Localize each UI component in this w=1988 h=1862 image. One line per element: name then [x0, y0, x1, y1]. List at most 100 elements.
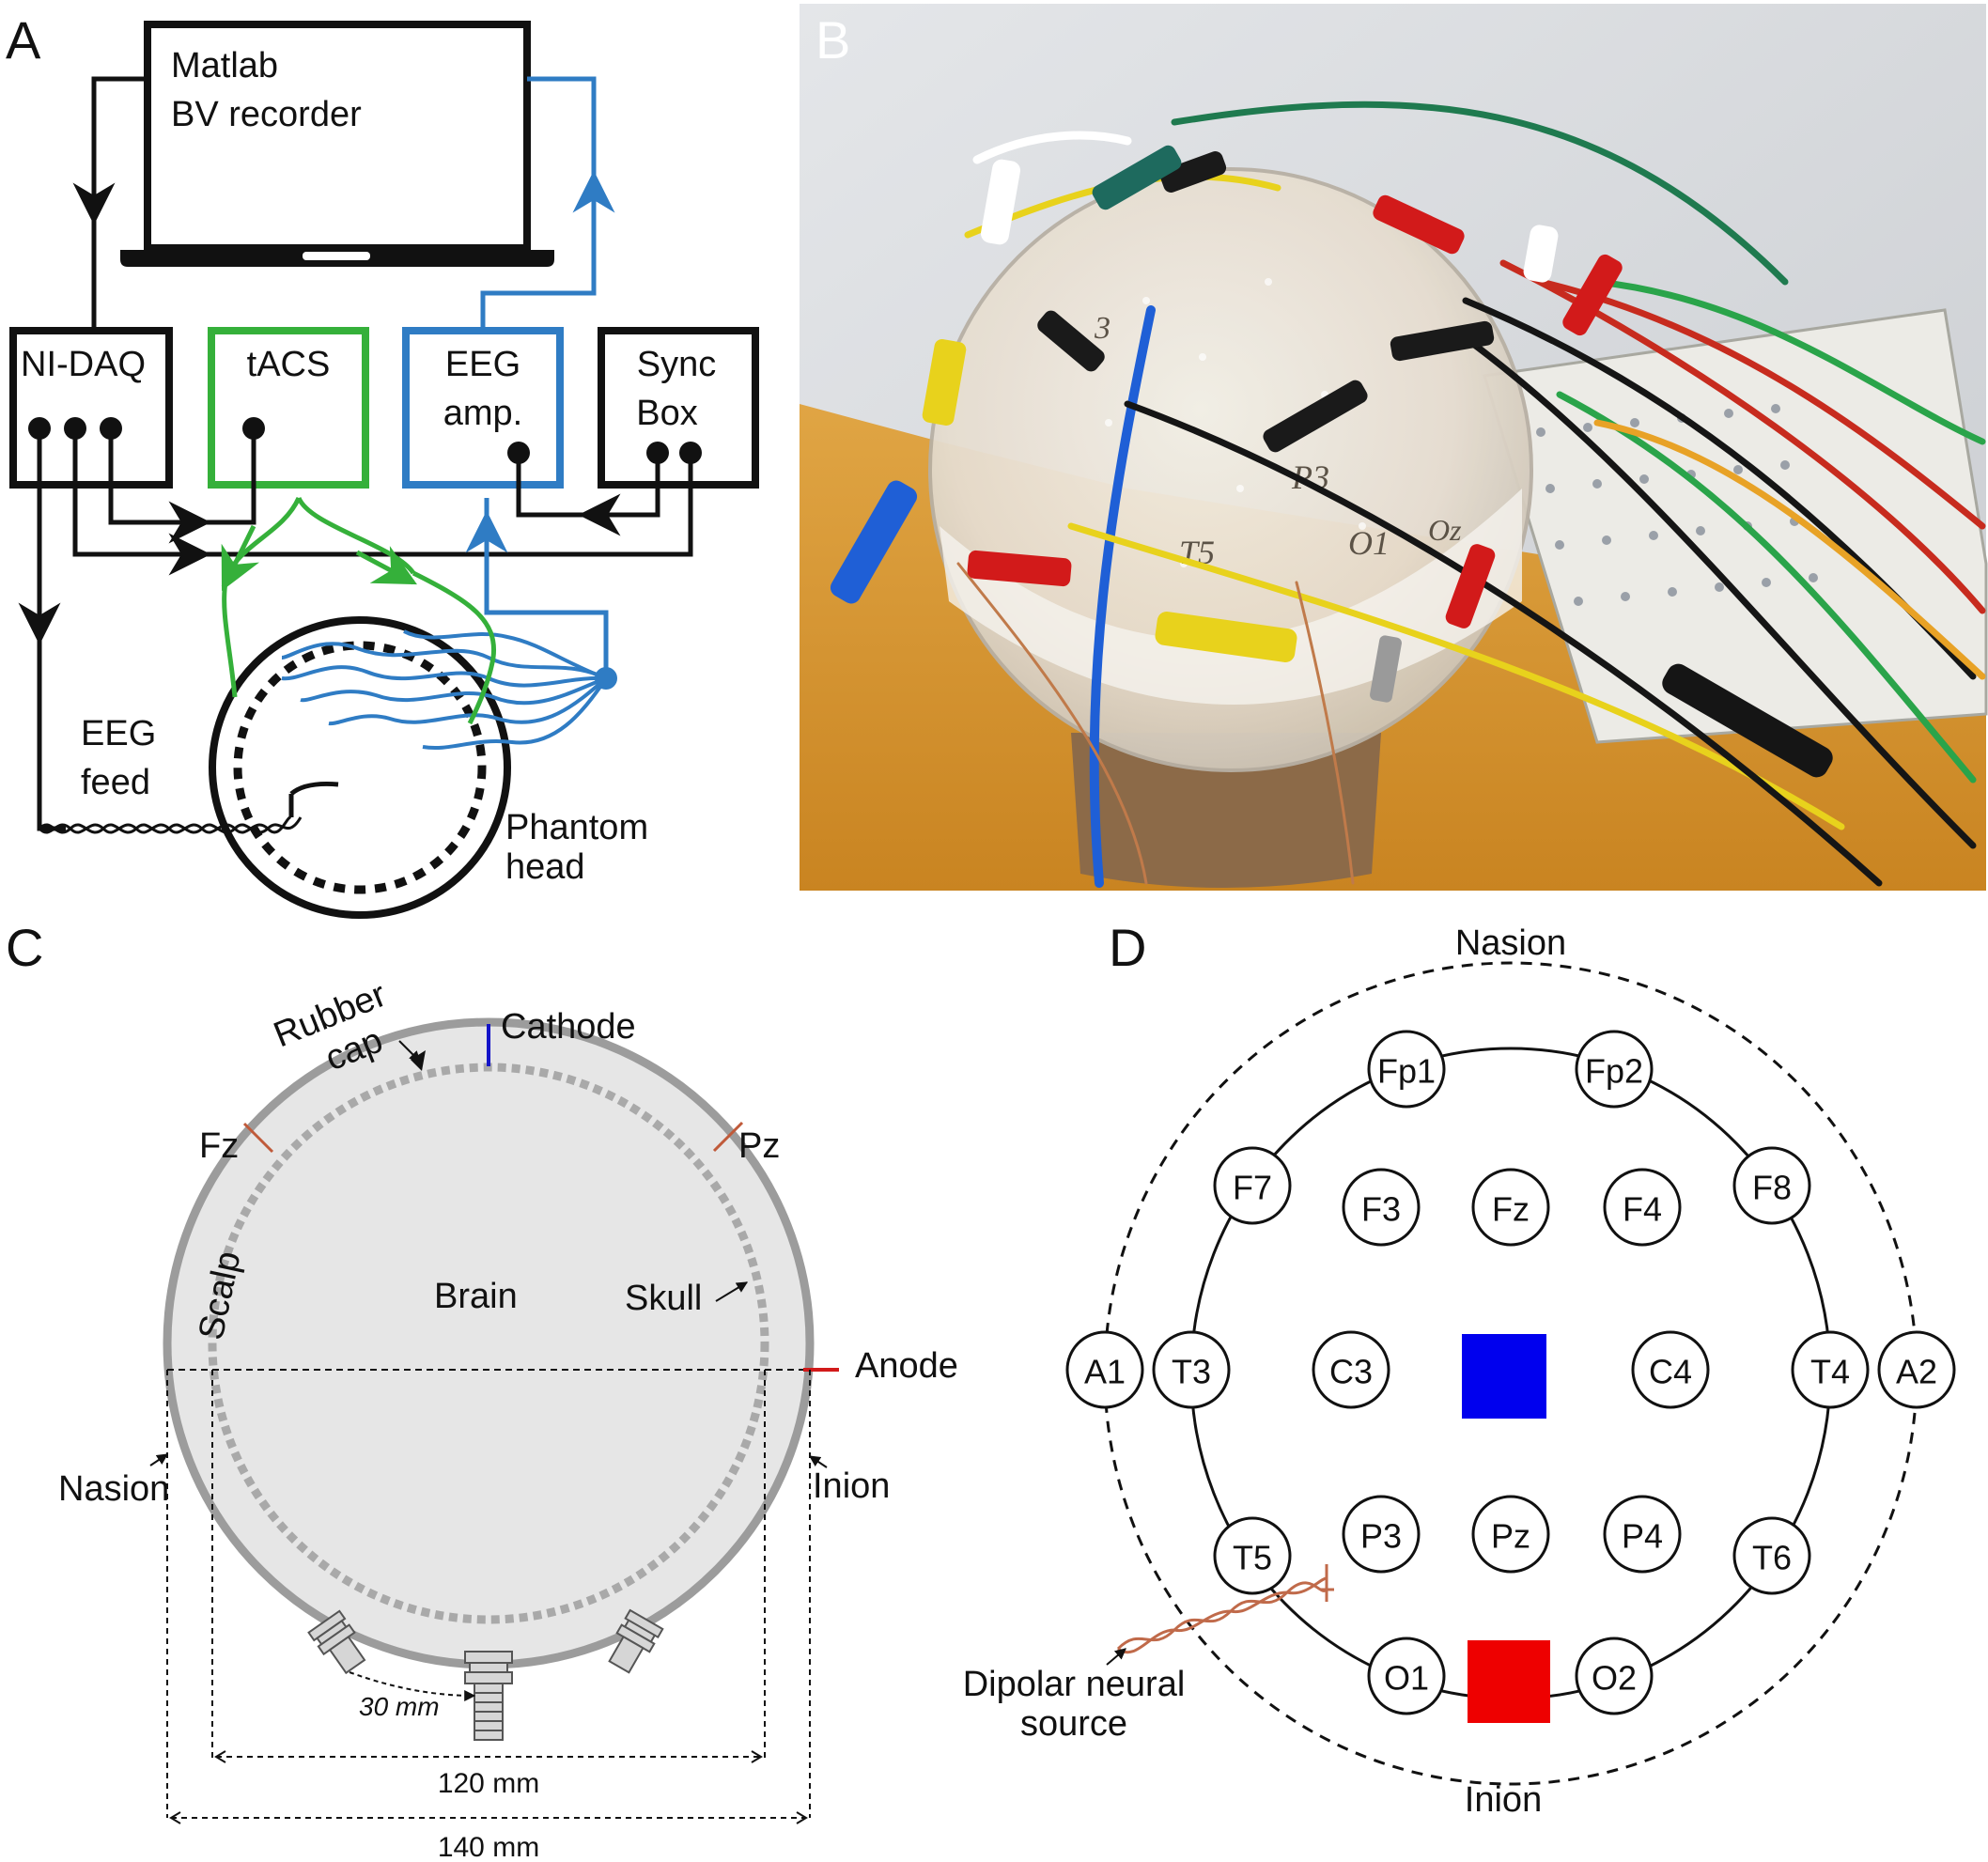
electrode-fp2: Fp2 [1575, 1030, 1654, 1109]
panel-a-letter: A [6, 10, 41, 70]
screw-icon [307, 1609, 366, 1675]
svg-text:P4: P4 [1622, 1517, 1663, 1556]
svg-text:O1: O1 [1384, 1659, 1429, 1698]
eeg-feed-line2: feed [81, 763, 150, 802]
svg-text:Oz: Oz [1428, 513, 1462, 547]
skull-circle [208, 1063, 769, 1624]
eeg-amp-box [402, 327, 564, 489]
dipole-line2: source [1020, 1704, 1127, 1744]
electrode-p3: P3 [1342, 1495, 1421, 1574]
svg-text:T4: T4 [1810, 1353, 1850, 1391]
svg-text:Fp1: Fp1 [1377, 1052, 1436, 1091]
svg-text:C4: C4 [1649, 1353, 1692, 1391]
electrode-a2: A2 [1877, 1330, 1956, 1409]
svg-text:A2: A2 [1896, 1353, 1937, 1391]
tacs-label: tACS [247, 345, 331, 384]
sync-line2: Box [636, 394, 697, 433]
eeg-amp-line2: amp. [443, 394, 522, 433]
sync-box [598, 327, 759, 489]
svg-text:P3: P3 [1360, 1517, 1402, 1556]
screw-icon [608, 1608, 664, 1674]
electrode-f7: F7 [1213, 1146, 1292, 1225]
svg-text:O2: O2 [1592, 1659, 1637, 1698]
dipole-line1: Dipolar neural [963, 1665, 1186, 1704]
svg-text:C3: C3 [1329, 1353, 1373, 1391]
fz-marker [242, 1122, 274, 1154]
panel-b-letter: B [815, 10, 850, 70]
electrode-fz: Fz [1471, 1168, 1550, 1247]
svg-text:A1: A1 [1084, 1353, 1126, 1391]
electrode-o1: O1 [1367, 1637, 1446, 1715]
svg-text:F4: F4 [1623, 1190, 1662, 1229]
photo-stand [1071, 733, 1381, 888]
panel-c-letter: C [6, 918, 43, 977]
eeg-feed-line1: EEG [81, 714, 156, 753]
svg-text:T6: T6 [1752, 1539, 1792, 1577]
electrode-t6: T6 [1732, 1516, 1811, 1595]
electrode-c4: C4 [1631, 1330, 1710, 1409]
electrode-t4: T4 [1791, 1330, 1870, 1409]
electrode-a1: A1 [1065, 1330, 1144, 1409]
phantom-head-icon [209, 496, 617, 919]
electrode-o2: O2 [1575, 1637, 1654, 1715]
black-wiring [18, 76, 693, 831]
cathode-square [1462, 1334, 1546, 1419]
dipole-source-icon [1116, 1564, 1334, 1654]
svg-text:T3: T3 [1172, 1353, 1211, 1391]
svg-text:Fz: Fz [1492, 1190, 1530, 1229]
laptop-line1: Matlab [171, 46, 278, 85]
electrode-fp1: Fp1 [1367, 1030, 1446, 1109]
svg-text:Pz: Pz [1491, 1517, 1530, 1556]
cathode-label: Cathode [501, 1007, 636, 1047]
panel-a: A Matlab BV recorder NI-DAQ tACS EEG amp… [6, 10, 759, 919]
screw-icon [464, 1651, 513, 1741]
svg-text:O1: O1 [1348, 524, 1390, 562]
dim-140-label: 140 mm [438, 1832, 539, 1862]
panel-c: C Rubber cap Cathode [6, 918, 958, 1862]
panel-b-photo: 3 P3 T5 O1 Oz [800, 4, 1988, 891]
photo-handwriting: 3 P3 T5 O1 Oz [1094, 311, 1462, 571]
eeg-feed-twisted-wire [38, 815, 303, 834]
svg-text:F8: F8 [1752, 1169, 1792, 1207]
anode-square [1468, 1640, 1550, 1723]
pz-marker [712, 1121, 744, 1153]
pz-label: Pz [738, 1126, 780, 1166]
svg-text:3: 3 [1094, 311, 1110, 346]
laptop-line2: BV recorder [171, 95, 362, 134]
electrode-p4: P4 [1603, 1495, 1682, 1574]
nidaq-label: NI-DAQ [21, 345, 146, 384]
svg-text:F7: F7 [1233, 1169, 1272, 1207]
blue-wiring [465, 76, 615, 676]
inion-label: Inion [813, 1466, 890, 1506]
electrode-f8: F8 [1732, 1146, 1811, 1225]
panel-d: D Nasion Inion Fp1 Fp2 F7 F3 Fz F4 F8 A1… [963, 918, 1956, 1820]
nasion-d-label: Nasion [1455, 923, 1566, 963]
phantom-line1: Phantom [505, 808, 648, 847]
anode-label: Anode [855, 1346, 958, 1386]
scalp-circle [163, 1017, 815, 1669]
skull-label: Skull [625, 1279, 702, 1318]
nasion-label: Nasion [58, 1469, 169, 1509]
electrode-f4: F4 [1603, 1168, 1682, 1247]
electrode-f3: F3 [1342, 1168, 1421, 1247]
electrode-c3: C3 [1312, 1330, 1390, 1409]
electrode-pz: Pz [1471, 1495, 1550, 1574]
electrode-t3: T3 [1152, 1330, 1231, 1409]
fz-label: Fz [199, 1126, 239, 1166]
laptop-icon [120, 21, 554, 267]
eeg-amp-line1: EEG [445, 345, 520, 384]
dimension-lines [166, 1370, 811, 1819]
svg-text:Fp2: Fp2 [1585, 1052, 1643, 1091]
svg-text:F3: F3 [1361, 1190, 1401, 1229]
tacs-box [208, 327, 369, 489]
svg-text:T5: T5 [1233, 1539, 1272, 1577]
electrode-t5: T5 [1213, 1516, 1292, 1595]
panel-d-letter: D [1109, 918, 1146, 977]
dim-120-label: 120 mm [438, 1768, 539, 1799]
sync-line1: Sync [637, 345, 716, 384]
phantom-line2: head [505, 847, 585, 887]
inion-d-label: Inion [1465, 1780, 1542, 1820]
brain-label: Brain [434, 1277, 518, 1316]
dim-30-label: 30 mm [359, 1692, 440, 1721]
